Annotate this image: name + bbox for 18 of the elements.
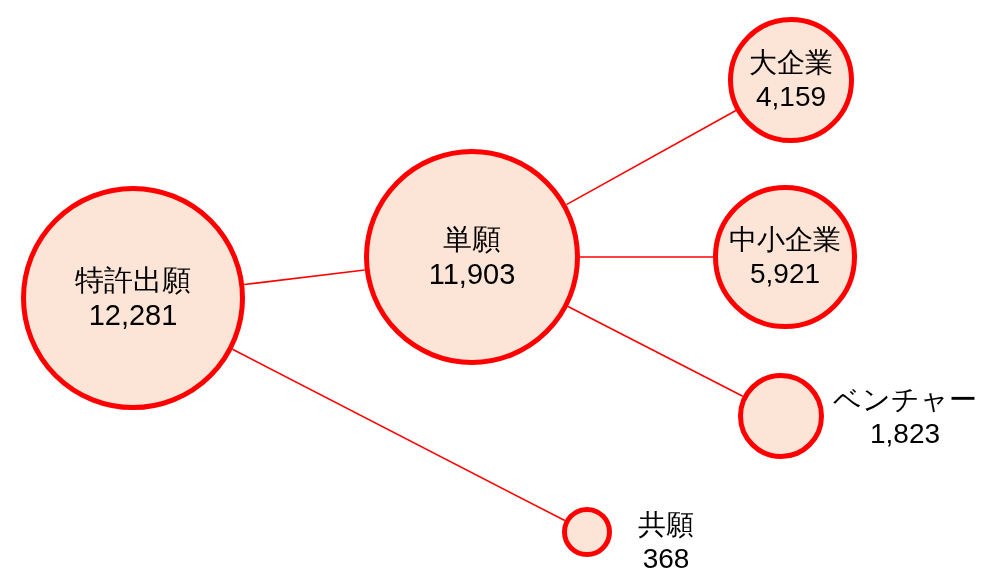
node-value: 4,159 <box>755 80 827 114</box>
node-label: 単願 <box>443 222 501 257</box>
connector-line <box>565 109 737 206</box>
node-label: 特許出願 <box>75 263 191 298</box>
connector-line <box>567 305 744 398</box>
node-value: 12,281 <box>88 298 178 333</box>
circle-node <box>562 507 612 557</box>
connector-line <box>243 269 366 286</box>
node-label: 共願 <box>638 508 694 542</box>
node-label: ベンチャー <box>833 383 977 417</box>
node-value: 5,921 <box>749 257 821 291</box>
node-value: 1,823 <box>869 416 941 451</box>
node-label: 中小企業 <box>729 223 841 257</box>
connector-line <box>579 256 714 258</box>
connector-line <box>231 348 566 522</box>
node-value: 368 <box>642 541 690 576</box>
node-label: 大企業 <box>749 46 833 80</box>
node-value: 11,903 <box>428 257 516 292</box>
